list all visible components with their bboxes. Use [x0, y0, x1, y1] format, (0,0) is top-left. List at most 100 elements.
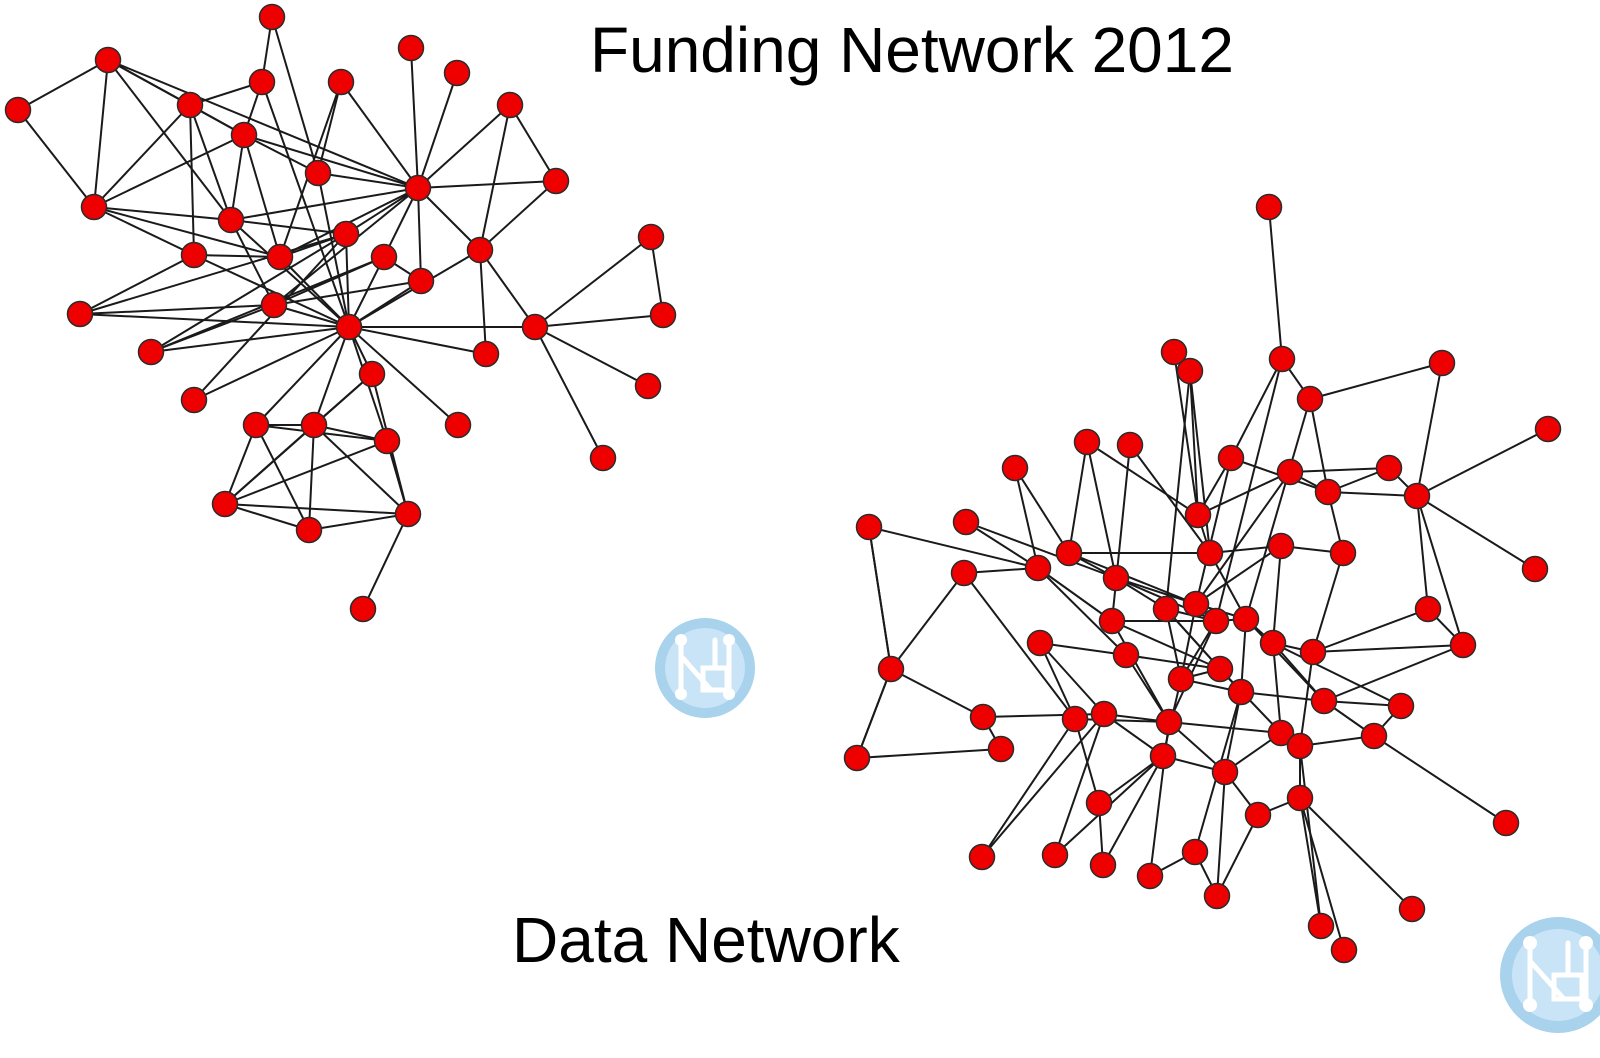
- funding-network-node: [217, 206, 245, 234]
- funding-network-edge: [189, 104, 232, 221]
- data-network-edge: [1068, 552, 1197, 605]
- funding-network-edge: [243, 134, 281, 258]
- data-network-edge: [1299, 797, 1413, 910]
- funding-network-edge: [79, 254, 195, 315]
- funding-network-node: [176, 91, 204, 119]
- funding-network-edge: [534, 326, 604, 459]
- funding-network-edge: [17, 59, 109, 111]
- data-network-edge: [1299, 797, 1322, 927]
- data-network-node: [1267, 532, 1295, 560]
- funding-network-edge: [107, 59, 419, 189]
- data-network-edge: [1309, 398, 1329, 493]
- funding-network-edge: [362, 513, 409, 610]
- data-network-node: [1112, 641, 1140, 669]
- funding-network-edge: [243, 134, 319, 174]
- funding-network-edge: [534, 326, 649, 387]
- funding-network-edge: [224, 503, 409, 515]
- funding-network-edge: [479, 249, 536, 328]
- funding-network-edge: [224, 503, 310, 531]
- funding-network-node: [358, 360, 386, 388]
- data-network-edge: [890, 668, 984, 718]
- funding-network-edge: [107, 59, 232, 221]
- data-network-edge: [1054, 713, 1105, 856]
- data-network-edge: [1197, 471, 1291, 516]
- data-network-node: [1061, 705, 1089, 733]
- funding-network-node: [230, 121, 258, 149]
- data-network-edge: [1039, 642, 1076, 720]
- data-network-edge: [1014, 467, 1070, 554]
- data-network-node: [1202, 607, 1230, 635]
- funding-network-edge: [230, 134, 245, 221]
- data-network-node: [1085, 789, 1113, 817]
- funding-network-edge: [261, 81, 350, 328]
- data-network-edge: [1215, 358, 1283, 622]
- data-network-edge: [1299, 797, 1345, 951]
- data-network-node: [1403, 482, 1431, 510]
- data-network-node: [969, 703, 997, 731]
- data-network-node: [952, 508, 980, 536]
- funding-network-edge: [479, 180, 557, 251]
- data-network-edge: [1195, 545, 1282, 605]
- funding-network-node: [260, 291, 288, 319]
- funding-network-node: [258, 3, 286, 31]
- data-network-node: [1255, 193, 1283, 221]
- data-network-edge: [1086, 441, 1199, 516]
- funding-network-node: [521, 313, 549, 341]
- data-network-edge: [1327, 491, 1418, 497]
- data-network-node: [1181, 838, 1209, 866]
- funding-network-edge: [479, 249, 487, 355]
- data-network-edge: [1168, 620, 1217, 723]
- funding-network-edge: [417, 187, 481, 251]
- funding-network-edge: [317, 172, 350, 328]
- data-network-node: [1155, 708, 1183, 736]
- funding-network-node: [407, 267, 435, 295]
- data-network-edge: [1299, 651, 1314, 747]
- data-network-edge: [963, 572, 1076, 720]
- data-network-edge: [1111, 444, 1131, 622]
- funding-network-edge: [345, 233, 350, 328]
- funding-network-node: [637, 223, 665, 251]
- data-network-node: [1492, 809, 1520, 837]
- data-network-node: [1055, 539, 1083, 567]
- data-network-edge: [1240, 691, 1325, 702]
- data-network-node: [1217, 444, 1245, 472]
- funding-network-edge: [509, 104, 557, 182]
- data-network-node: [1182, 590, 1210, 618]
- data-network-node: [1206, 655, 1234, 683]
- funding-network-edge: [308, 424, 315, 531]
- funding-network-edge: [17, 109, 95, 208]
- data-network-node: [968, 843, 996, 871]
- data-network-edge: [981, 713, 1105, 858]
- data-network-node: [1286, 784, 1314, 812]
- funding-network-edge: [243, 134, 419, 189]
- data-network-edge: [1323, 644, 1464, 702]
- funding-network-edge: [534, 314, 664, 328]
- data-network-node: [877, 655, 905, 683]
- funding-network-edges: [17, 16, 664, 610]
- funding-network-edge: [93, 134, 245, 208]
- data-network-node: [1267, 719, 1295, 747]
- funding-network-node: [94, 46, 122, 74]
- network-logo-icon: [1500, 917, 1600, 1033]
- data-network-edge: [1195, 471, 1291, 605]
- data-network-edge: [965, 521, 1117, 579]
- data-network-node: [1089, 851, 1117, 879]
- funding-network-edge: [308, 513, 409, 531]
- funding-network-edge: [273, 280, 422, 306]
- funding-network-node: [332, 220, 360, 248]
- data-network-edge: [1268, 206, 1283, 360]
- funding-network-edge: [93, 104, 191, 208]
- funding-network-node: [4, 96, 32, 124]
- data-network-edge: [1173, 351, 1199, 516]
- data-network-edge: [890, 572, 965, 670]
- funding-network-edge: [340, 81, 419, 189]
- data-network-node: [1149, 742, 1177, 770]
- funding-network-node: [443, 59, 471, 87]
- funding-network-node: [266, 243, 294, 271]
- data-network-edge: [981, 718, 1076, 858]
- funding-network-node: [542, 167, 570, 195]
- data-network-node: [1160, 338, 1188, 366]
- data-network-node: [1196, 539, 1224, 567]
- data-network-edge: [1189, 370, 1199, 516]
